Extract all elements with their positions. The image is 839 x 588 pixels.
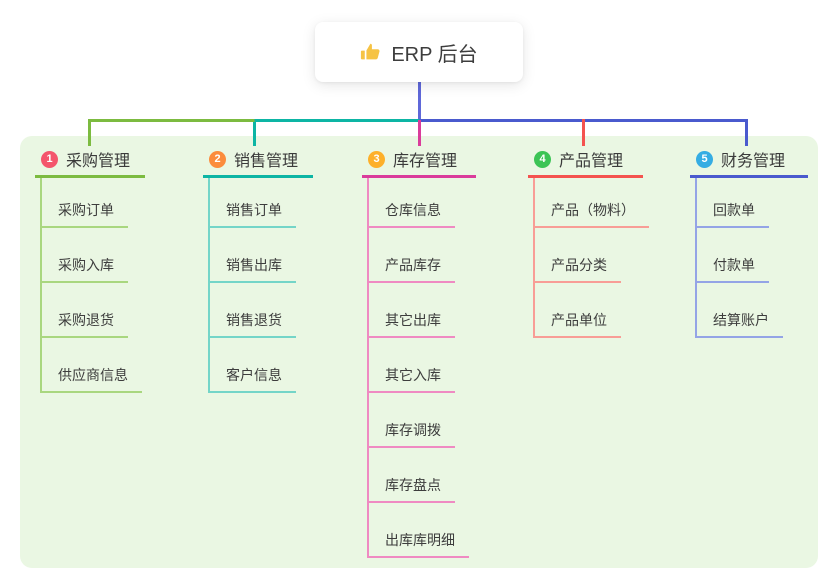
- node-product-stock[interactable]: 产品库存: [369, 255, 455, 283]
- node-purchase-inbound[interactable]: 采购入库: [42, 255, 128, 283]
- branch-inventory: 3 库存管理 仓库信息 产品库存 其它出库 其它入库 库存调拨 库存盘点: [362, 146, 476, 558]
- branch-node-purchase[interactable]: 1 采购管理: [35, 146, 145, 178]
- branch-label: 产品管理: [559, 153, 624, 170]
- branch-children: 产品（物料） 产品分类 产品单位: [533, 178, 649, 338]
- branches-background-panel: [20, 136, 818, 568]
- branch-node-sales[interactable]: 2 销售管理: [203, 146, 313, 178]
- branch-node-finance[interactable]: 5 财务管理: [690, 146, 808, 178]
- branch-node-product[interactable]: 4 产品管理: [528, 146, 643, 178]
- child-row: 其它入库: [369, 338, 476, 393]
- child-row: 产品分类: [535, 228, 649, 283]
- node-product-unit[interactable]: 产品单位: [535, 310, 621, 338]
- branch-finance: 5 财务管理 回款单 付款单 结算账户: [690, 146, 808, 338]
- child-row: 其它出库: [369, 283, 476, 338]
- branch-label: 销售管理: [234, 153, 299, 170]
- node-other-inbound[interactable]: 其它入库: [369, 365, 455, 393]
- node-outbound-detail[interactable]: 出库库明细: [369, 530, 469, 558]
- node-other-outbound[interactable]: 其它出库: [369, 310, 455, 338]
- child-row: 采购退货: [42, 283, 145, 338]
- child-row: 回款单: [697, 178, 808, 228]
- child-row: 销售订单: [210, 178, 313, 228]
- node-supplier-info[interactable]: 供应商信息: [42, 365, 142, 393]
- branch-label: 财务管理: [721, 153, 786, 170]
- child-row: 产品单位: [535, 283, 649, 338]
- branch-children: 销售订单 销售出库 销售退货 客户信息: [208, 178, 313, 393]
- node-purchase-return[interactable]: 采购退货: [42, 310, 128, 338]
- branch-label: 库存管理: [393, 153, 458, 170]
- node-stock-taking[interactable]: 库存盘点: [369, 475, 455, 503]
- child-row: 销售出库: [210, 228, 313, 283]
- child-row: 销售退货: [210, 283, 313, 338]
- child-row: 出库库明细: [369, 503, 476, 558]
- child-row: 库存调拨: [369, 393, 476, 448]
- badge-4: 4: [534, 150, 551, 168]
- child-row: 库存盘点: [369, 448, 476, 503]
- branch-label: 采购管理: [66, 153, 131, 170]
- node-product-material[interactable]: 产品（物料）: [535, 200, 649, 228]
- child-row: 付款单: [697, 228, 808, 283]
- branch-product: 4 产品管理 产品（物料） 产品分类 产品单位: [528, 146, 649, 338]
- branch-children: 仓库信息 产品库存 其它出库 其它入库 库存调拨 库存盘点 出库库明细: [367, 178, 476, 558]
- branch-node-inventory[interactable]: 3 库存管理: [362, 146, 476, 178]
- node-customer-info[interactable]: 客户信息: [210, 365, 296, 393]
- child-row: 仓库信息: [369, 178, 476, 228]
- node-receipt-form[interactable]: 回款单: [697, 200, 769, 228]
- node-settlement-account[interactable]: 结算账户: [697, 310, 783, 338]
- child-row: 采购订单: [42, 178, 145, 228]
- root-node-erp[interactable]: ERP 后台: [315, 22, 523, 82]
- branch-sales: 2 销售管理 销售订单 销售出库 销售退货 客户信息: [203, 146, 313, 393]
- child-row: 客户信息: [210, 338, 313, 393]
- node-stock-transfer[interactable]: 库存调拨: [369, 420, 455, 448]
- node-product-category[interactable]: 产品分类: [535, 255, 621, 283]
- badge-5: 5: [696, 150, 713, 168]
- child-row: 产品库存: [369, 228, 476, 283]
- node-warehouse-info[interactable]: 仓库信息: [369, 200, 455, 228]
- node-sales-outbound[interactable]: 销售出库: [210, 255, 296, 283]
- child-row: 供应商信息: [42, 338, 145, 393]
- node-purchase-order[interactable]: 采购订单: [42, 200, 128, 228]
- node-sales-order[interactable]: 销售订单: [210, 200, 296, 228]
- badge-2: 2: [209, 150, 226, 168]
- branch-purchase: 1 采购管理 采购订单 采购入库 采购退货 供应商信息: [35, 146, 145, 393]
- badge-1: 1: [41, 150, 58, 168]
- thumbs-up-icon: [360, 41, 382, 63]
- node-payment-form[interactable]: 付款单: [697, 255, 769, 283]
- badge-3: 3: [368, 150, 385, 168]
- node-sales-return[interactable]: 销售退货: [210, 310, 296, 338]
- child-row: 结算账户: [697, 283, 808, 338]
- root-node-label: ERP 后台: [391, 43, 478, 66]
- branch-children: 采购订单 采购入库 采购退货 供应商信息: [40, 178, 145, 393]
- branch-children: 回款单 付款单 结算账户: [695, 178, 808, 338]
- child-row: 采购入库: [42, 228, 145, 283]
- child-row: 产品（物料）: [535, 178, 649, 228]
